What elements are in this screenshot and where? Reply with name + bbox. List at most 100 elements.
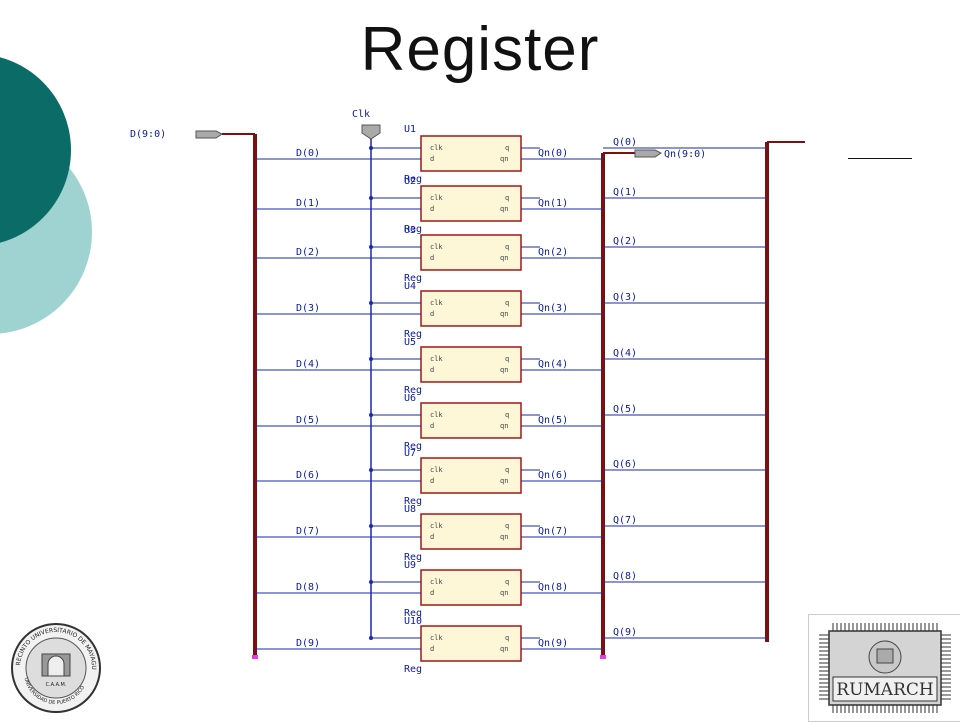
clk-pin-label: clk — [430, 243, 443, 251]
q-pin-label: q — [505, 355, 509, 363]
qn-bus-label: Qn(9:0) — [664, 149, 706, 160]
part-label: Reg — [404, 608, 422, 619]
q-pin-label: q — [505, 194, 509, 202]
unit-label: U9 — [404, 560, 416, 571]
unit-label: U5 — [404, 337, 416, 348]
q-net-label: Q(2) — [613, 236, 637, 247]
d-pin-label: d — [430, 422, 434, 430]
qn-net-label: Qn(5) — [538, 415, 568, 426]
d-net-label: D(4) — [296, 359, 320, 370]
q-pin-label: q — [505, 578, 509, 586]
qn-net-label: Qn(6) — [538, 470, 568, 481]
clk-pin-label: clk — [430, 355, 443, 363]
seal-center-text: C.A.A.M. — [46, 682, 67, 688]
register-box — [420, 290, 522, 327]
clk-pin-label: clk — [430, 578, 443, 586]
part-label: Reg — [404, 441, 422, 452]
d-net-label: D(2) — [296, 247, 320, 258]
unit-label: U3 — [404, 225, 416, 236]
register-box — [420, 402, 522, 439]
part-label: Reg — [404, 224, 422, 235]
decorative-circles — [0, 57, 92, 334]
clock-junction — [369, 413, 373, 417]
clock-junction — [369, 301, 373, 305]
qn-pin-label: qn — [500, 205, 508, 213]
part-label: Reg — [404, 496, 422, 507]
qn-net-label: Qn(0) — [538, 148, 568, 159]
qn-net-label: Qn(2) — [538, 247, 568, 258]
qn-bus-port — [634, 149, 662, 158]
d-pin-label: d — [430, 645, 434, 653]
d-pin-label: d — [430, 589, 434, 597]
clock-junction — [369, 524, 373, 528]
q-net-label: Q(6) — [613, 459, 637, 470]
q-pin-label: q — [505, 466, 509, 474]
clock-junction — [369, 245, 373, 249]
q-net-label: Q(4) — [613, 348, 637, 359]
part-label: Reg — [404, 552, 422, 563]
q-pin-label: q — [505, 634, 509, 642]
register-box — [420, 513, 522, 550]
q-net-label: Q(3) — [613, 292, 637, 303]
slide-title: Register — [360, 15, 600, 84]
clk-pin-label: clk — [430, 144, 443, 152]
clock-junction — [369, 580, 373, 584]
qn-pin-label: qn — [500, 155, 508, 163]
qn-net-label: Qn(1) — [538, 198, 568, 209]
d-pin-label: d — [430, 205, 434, 213]
register-box — [420, 569, 522, 606]
q-pin-label: q — [505, 299, 509, 307]
unit-label: U4 — [404, 281, 416, 292]
register-box — [420, 185, 522, 222]
register-box — [420, 625, 522, 662]
clock-junction — [369, 146, 373, 150]
clk-pin-label: clk — [430, 299, 443, 307]
d-pin-label: d — [430, 366, 434, 374]
unit-label: U2 — [404, 176, 416, 187]
part-label: Reg — [404, 385, 422, 396]
qn-net-label: Qn(8) — [538, 582, 568, 593]
qn-pin-label: qn — [500, 310, 508, 318]
qn-net-label: Qn(9) — [538, 638, 568, 649]
d-pin-label: d — [430, 477, 434, 485]
unit-label: U10 — [404, 616, 422, 627]
q-net-label: Q(5) — [613, 404, 637, 415]
q-pin-label: q — [505, 144, 509, 152]
d-pin-label: d — [430, 155, 434, 163]
qn-net-label: Qn(7) — [538, 526, 568, 537]
d-net-label: D(9) — [296, 638, 320, 649]
q-net-label: Q(7) — [613, 515, 637, 526]
d-net-label: D(0) — [296, 148, 320, 159]
unit-label: U1 — [404, 124, 416, 135]
clk-pin-label: clk — [430, 522, 443, 530]
qn-pin-label: qn — [500, 645, 508, 653]
part-label: Reg — [404, 174, 422, 185]
d-pin-label: d — [430, 254, 434, 262]
input-bus-port — [195, 130, 223, 139]
register-box — [420, 135, 522, 172]
d-net-label: D(1) — [296, 198, 320, 209]
d-net-label: D(8) — [296, 582, 320, 593]
part-label: Reg — [404, 273, 422, 284]
qn-pin-label: qn — [500, 254, 508, 262]
clock-junction — [369, 468, 373, 472]
clk-pin-label: clk — [430, 634, 443, 642]
unit-label: U8 — [404, 504, 416, 515]
qn-pin-label: qn — [500, 422, 508, 430]
part-label: Reg — [404, 329, 422, 340]
clock-junction — [369, 196, 373, 200]
d-net-label: D(7) — [296, 526, 320, 537]
qn-pin-label: qn — [500, 533, 508, 541]
dark-teal-circle — [0, 57, 71, 243]
register-rows: clkdqqnD(0)Qn(0)Q(0)U1RegclkdqqnD(1)Qn(1… — [255, 124, 767, 675]
qn-pin-label: qn — [500, 477, 508, 485]
underline-mark — [848, 158, 912, 159]
clock-label: Clk — [352, 109, 370, 120]
qn-net-label: Qn(3) — [538, 303, 568, 314]
clock-junction — [369, 636, 373, 640]
part-label: Reg — [404, 664, 422, 675]
rumarch-chip-logo: RUMARCH — [808, 614, 960, 722]
q-pin-label: q — [505, 411, 509, 419]
clock-junction — [369, 357, 373, 361]
